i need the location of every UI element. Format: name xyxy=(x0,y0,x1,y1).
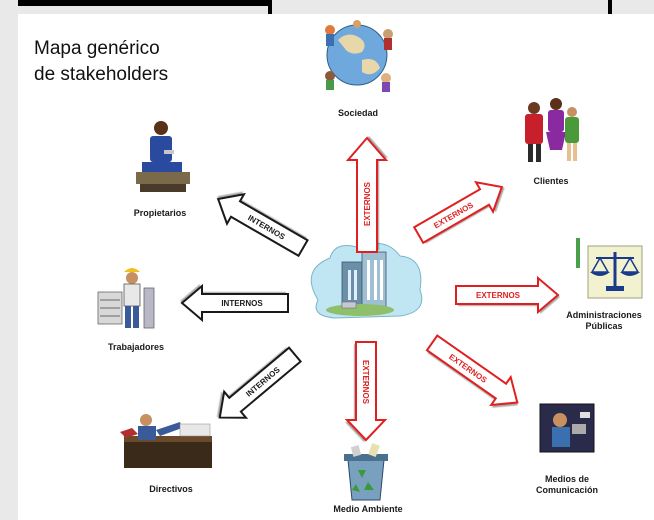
worker-icon xyxy=(97,268,155,329)
justice-scales-icon xyxy=(576,238,643,299)
top-border-tick-left xyxy=(268,0,272,14)
arrow-internos-downleft: INTERNOS xyxy=(218,346,303,419)
arrow-externos-upright: EXTERNOS xyxy=(412,180,504,245)
label-admin-line1: Administraciones xyxy=(566,310,642,320)
label-medios-line1: Medios de xyxy=(544,474,589,484)
label-directivos: Directivos xyxy=(149,484,193,494)
recycle-bin-icon xyxy=(344,442,388,501)
arrow-down-label: EXTERNOS xyxy=(361,360,370,405)
arrow-up-label: EXTERNOS xyxy=(363,181,372,226)
media-broadcaster-icon xyxy=(539,403,595,453)
label-admin-line2: Públicas xyxy=(585,321,623,331)
society-globe-icon xyxy=(325,20,393,92)
arrow-externos-up: EXTERNOS xyxy=(345,136,389,253)
top-border-tick-right xyxy=(608,0,612,14)
label-medios: Medios de Comunicación xyxy=(524,474,610,496)
label-clientes: Clientes xyxy=(533,176,569,186)
label-admin: Administraciones Públicas xyxy=(556,310,652,332)
diagram-title: Mapa genérico de stakeholders xyxy=(34,36,168,88)
arrow-left-label: INTERNOS xyxy=(221,299,263,308)
company-building-icon xyxy=(310,243,423,319)
label-medios-line2: Comunicación xyxy=(535,485,598,495)
title-line-1: Mapa genérico xyxy=(34,38,160,59)
title-line-2: de stakeholders xyxy=(34,64,169,85)
label-trabajadores: Trabajadores xyxy=(107,342,165,352)
arrow-internos-upleft: INTERNOS xyxy=(216,192,309,258)
label-sociedad: Sociedad xyxy=(337,108,378,118)
arrow-externos-down: EXTERNOS xyxy=(344,341,388,442)
customers-couple-icon xyxy=(525,98,579,162)
label-propietarios: Propietarios xyxy=(133,208,187,218)
owner-seated-icon xyxy=(136,121,190,192)
manager-at-desk-icon xyxy=(120,414,212,468)
arrow-internos-left: INTERNOS xyxy=(180,283,289,323)
top-border-left xyxy=(18,0,272,6)
arrow-right-label: EXTERNOS xyxy=(476,291,521,300)
arrow-externos-downright: EXTERNOS xyxy=(425,334,519,407)
arrow-externos-right: EXTERNOS xyxy=(455,275,560,315)
label-medio-ambiente: Medio Ambiente xyxy=(333,504,403,514)
